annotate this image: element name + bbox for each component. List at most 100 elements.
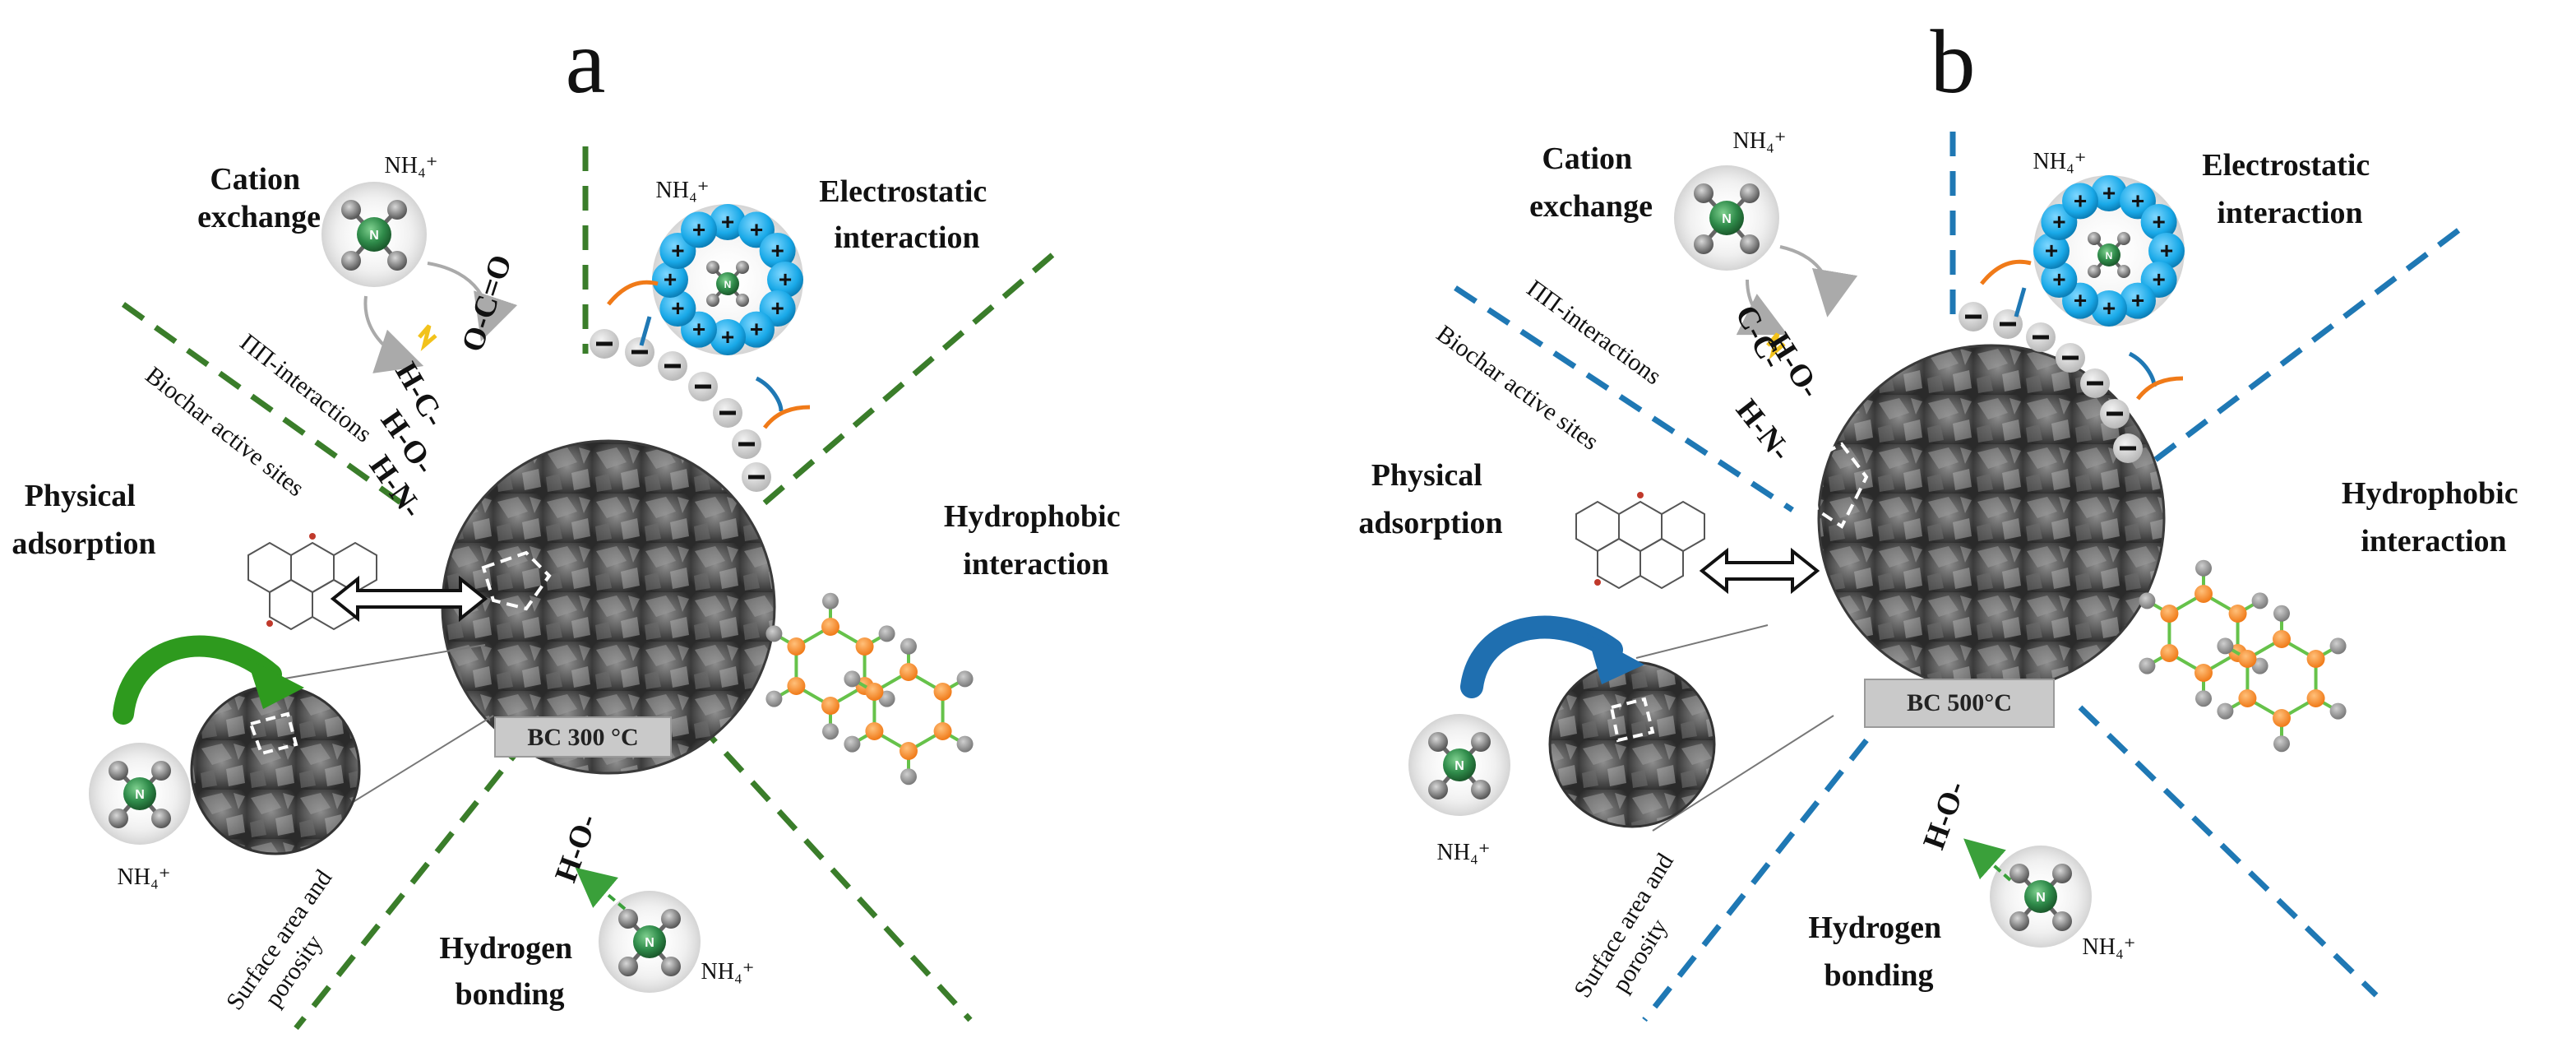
hydrogen-node — [844, 735, 861, 753]
hydrophobic-label: Hydrophobic interaction — [2342, 476, 2526, 558]
plus-sign: + — [671, 295, 684, 321]
cation-icon — [738, 311, 775, 348]
plus-sign: + — [2102, 295, 2116, 321]
panel-a: a BC 300 °C — [12, 12, 1121, 1031]
hydrogen-node — [2329, 637, 2347, 655]
physical-adsorption-label: Physical adsorption — [1358, 458, 1502, 540]
carbon-node — [900, 663, 918, 681]
functional-group: H-N- — [1729, 393, 1798, 468]
plus-sign: + — [721, 324, 734, 350]
nitrogen-label: N — [1454, 759, 1464, 773]
plus-sign: + — [2160, 238, 2173, 263]
cation-icon — [2041, 262, 2078, 298]
cation-ring-items: ++++++++++++ — [2033, 175, 2185, 327]
plus-sign: + — [2131, 288, 2144, 313]
ammonium-molecule: N — [599, 891, 701, 993]
hydrogen-node — [878, 625, 895, 642]
hydrogen-node — [2251, 592, 2268, 609]
nitrogen-label: N — [724, 279, 732, 290]
carbon-node — [900, 742, 918, 760]
carbon-node — [2306, 650, 2325, 668]
cation-icon — [759, 233, 796, 269]
hydrogen-node — [822, 723, 839, 740]
pore-marker — [481, 550, 552, 611]
nitrogen-label: N — [1722, 212, 1732, 226]
hydrogen-node — [822, 592, 839, 609]
functional-group: H-O- — [548, 809, 604, 887]
plus-sign: + — [2152, 266, 2165, 292]
cation-icon — [2091, 175, 2127, 211]
active-site-arrow — [1699, 547, 1820, 595]
sem-particle — [442, 441, 775, 773]
temp-label-box — [1864, 679, 2055, 728]
cation-icon — [767, 262, 803, 298]
temp-label: BC 500°C — [1907, 689, 2012, 716]
plus-sign: + — [770, 295, 784, 321]
plus-sign: + — [671, 238, 684, 263]
ammonium-molecule: N — [1408, 714, 1510, 816]
hydrophobic-structure — [2139, 559, 2347, 753]
biochar-structure-icon — [1575, 492, 1705, 590]
carbon-node — [2306, 689, 2325, 707]
active-site-arrow — [330, 575, 488, 623]
nitrogen-label: N — [2106, 250, 2113, 262]
sem-particle — [1819, 345, 2164, 691]
plus-sign: + — [721, 209, 734, 234]
carbon-node — [2238, 650, 2257, 668]
ammonium-label: NH₄⁺ — [1733, 128, 1787, 154]
cation-exchange-label: Cation exchange — [197, 162, 321, 234]
hydrogen-node — [2139, 657, 2156, 674]
cation-exchange-label: Cation exchange — [1529, 141, 1653, 224]
cation-icon — [681, 211, 717, 248]
zoom-pore — [190, 684, 361, 855]
panel-b: b BC 500°C N — [1358, 12, 2526, 1022]
plus-sign: + — [2102, 180, 2116, 206]
sector-lines — [121, 146, 1055, 1031]
plus-sign: + — [2074, 288, 2087, 313]
carbon-node — [865, 683, 884, 701]
cation-icon — [659, 290, 696, 327]
hydrogen-bonding-label: Hydrogen bonding — [1808, 911, 1949, 993]
ammonium-label: NH₄⁺ — [1437, 840, 1491, 865]
physical-adsorption-label: Physical adsorption — [12, 479, 155, 561]
hydrogen-node — [2273, 605, 2290, 622]
hydrogen-node — [900, 637, 917, 655]
plus-sign: + — [2074, 188, 2087, 213]
plus-sign: + — [2052, 209, 2065, 234]
plus-sign: + — [2131, 188, 2144, 213]
active-sites-label: Biochar active sites — [1431, 320, 1603, 456]
ammonium-molecule: N — [1674, 165, 1779, 271]
ammonium-molecule: N — [321, 182, 427, 287]
cation-icon — [2140, 204, 2177, 240]
nitrogen-label: N — [135, 788, 145, 802]
carbon-node — [2273, 709, 2291, 727]
plus-sign: + — [692, 317, 705, 342]
electrostatic-label: Electrostatic interaction — [819, 174, 995, 255]
functional-group: H-O- — [1917, 776, 1972, 854]
ammonium-label: NH₄⁺ — [2083, 934, 2136, 960]
ammonium-label: NH₄⁺ — [656, 178, 710, 203]
nitrogen-label: N — [369, 229, 379, 243]
plus-sign: + — [779, 266, 792, 292]
hydrogen-node — [2217, 637, 2234, 655]
hydrogen-node — [2329, 702, 2347, 720]
cation-icon — [652, 262, 688, 298]
ammonium-molecule: N — [2088, 232, 2130, 278]
hbond-arrow — [575, 867, 627, 911]
hydrogen-node — [2217, 702, 2234, 720]
hydrogen-node — [956, 670, 974, 688]
electrostatic-label: Electrostatic interaction — [2202, 148, 2378, 230]
nitrogen-label: N — [2036, 891, 2046, 905]
carbon-node — [933, 722, 952, 740]
plus-sign: + — [2045, 238, 2058, 263]
hydrogen-node — [956, 735, 974, 753]
plus-sign: + — [664, 266, 677, 292]
carbon-node — [2194, 585, 2213, 603]
functional-group: O-C=O — [456, 251, 519, 356]
plus-sign: + — [2152, 209, 2165, 234]
carbon-node — [787, 637, 806, 656]
carbon-node — [933, 683, 952, 701]
cation-icon — [2091, 290, 2127, 327]
temp-label: BC 300 °C — [527, 724, 638, 751]
